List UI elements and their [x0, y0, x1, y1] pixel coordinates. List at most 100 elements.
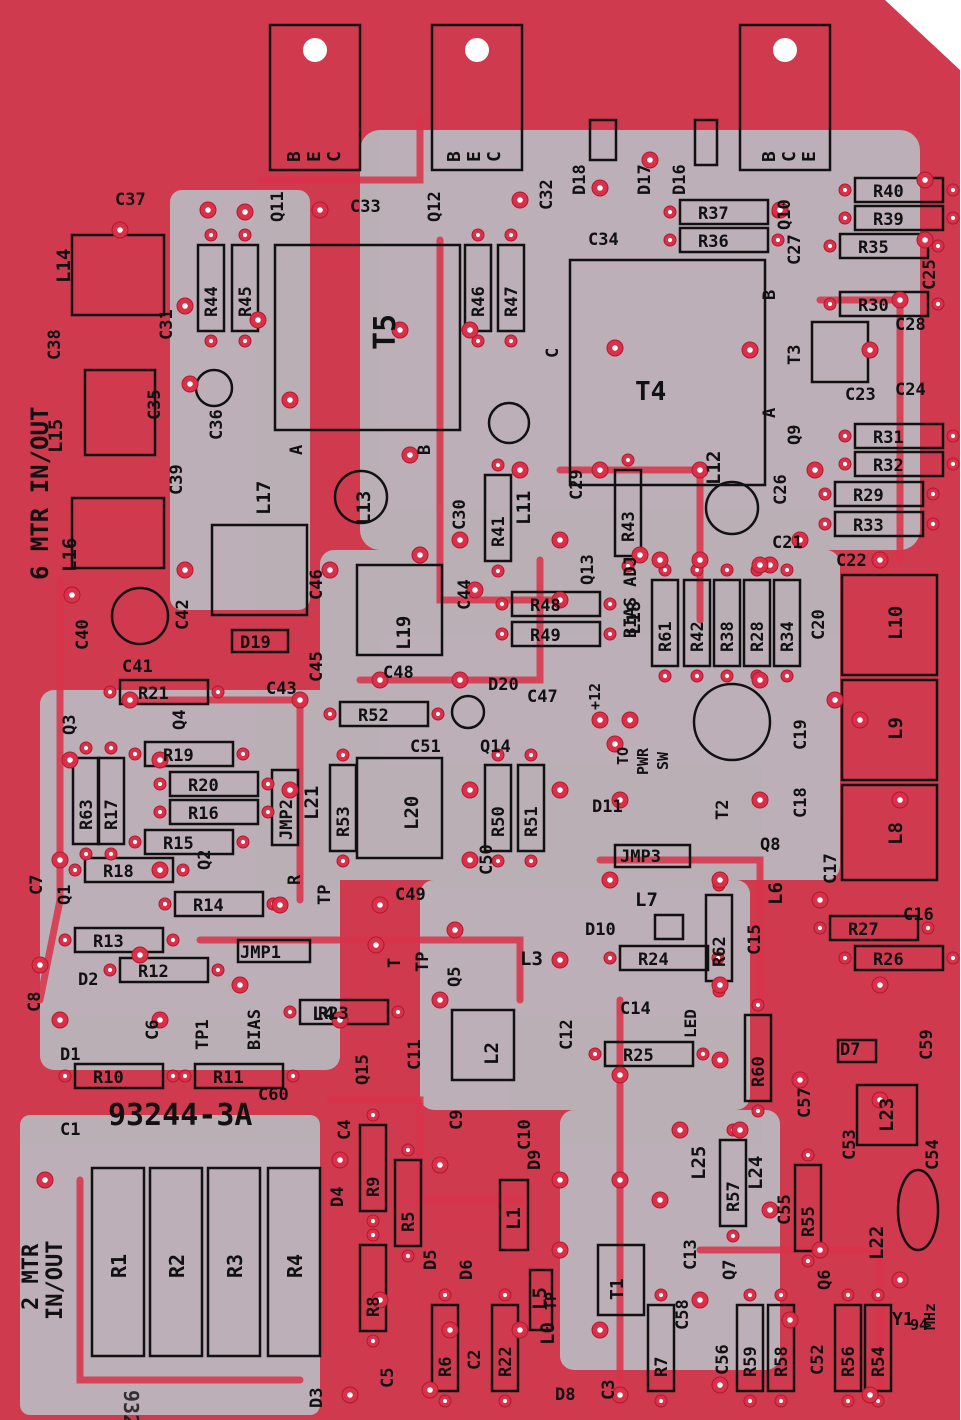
resistor-outline — [193, 1062, 285, 1090]
resistor-outline — [168, 798, 260, 826]
pad-hole — [528, 752, 534, 758]
pad-hole — [875, 1398, 881, 1404]
testpoint-tag: TP — [413, 952, 433, 972]
resistor-outline — [496, 243, 526, 333]
pad-hole — [935, 243, 941, 249]
transformer-label: T4 — [635, 377, 666, 407]
resistor-outline — [603, 1040, 695, 1068]
pad-hole — [607, 877, 613, 883]
pad-hole — [495, 858, 501, 864]
crystal-label: Y1 — [892, 1309, 914, 1330]
diode-outline — [693, 118, 719, 167]
pad-hole — [747, 347, 753, 353]
electrolytic-outline — [110, 586, 170, 646]
pad-hole — [805, 1152, 811, 1158]
component-outlines — [70, 23, 945, 1393]
diode-label: D18 — [570, 164, 590, 195]
resistor-outline — [196, 243, 226, 333]
pad-hole — [697, 557, 703, 563]
inductor-label: L17 — [253, 481, 275, 515]
pad-hole — [747, 1398, 753, 1404]
capacitor-label: C13 — [681, 1239, 701, 1270]
resistor-label: R57 — [724, 1181, 744, 1212]
testpoint-tag: TP — [542, 1292, 560, 1310]
resistor-label: R29 — [853, 486, 884, 506]
inductor-label: L22 — [866, 1226, 888, 1260]
resistor-outline — [828, 914, 920, 942]
resistor-label: R14 — [193, 896, 224, 916]
pad-hole — [625, 457, 631, 463]
resistor-label: R58 — [772, 1346, 792, 1377]
pin-label: A — [760, 408, 780, 418]
pad-hole — [777, 207, 783, 213]
transistor-label: Q10 — [775, 199, 795, 230]
pad-hole — [452, 927, 458, 933]
resistor-outline — [73, 926, 165, 954]
capacitor-label: C52 — [808, 1344, 828, 1375]
pad-hole — [108, 851, 114, 857]
pad-hole — [377, 677, 383, 683]
diode-label: D11 — [592, 797, 623, 817]
capacitor-label: C57 — [795, 1087, 815, 1118]
pin-label: A — [287, 445, 307, 455]
pad-hole — [317, 207, 323, 213]
capacitor-label: C24 — [895, 380, 926, 400]
power-resistor-outline — [206, 1166, 262, 1358]
testpoint-label: TP1 — [193, 1019, 213, 1050]
pad-hole — [499, 601, 505, 607]
resistor-outline — [772, 578, 802, 668]
capacitor-label: C20 — [809, 609, 829, 640]
transistor-label: Q6 — [815, 1270, 835, 1290]
resistor-outline — [646, 1303, 676, 1393]
pad-hole — [775, 237, 781, 243]
capacitor-label: C18 — [791, 787, 811, 818]
transistor-label: Q9 — [785, 425, 805, 445]
capacitor-label: C3 — [599, 1380, 619, 1400]
pad-hole — [755, 1108, 761, 1114]
pad-hole — [697, 467, 703, 473]
diode-label: D9 — [525, 1150, 545, 1170]
electrolytic-outline — [692, 682, 772, 762]
pad-hole — [277, 902, 283, 908]
resistor-outline — [833, 1303, 863, 1393]
testpoint-tag: T — [385, 958, 405, 968]
capacitor-label: C56 — [713, 1344, 733, 1375]
pad-hole — [612, 741, 618, 747]
transistor-label: Q15 — [353, 1054, 373, 1085]
resistor-outline — [742, 578, 772, 668]
to-pwr-sw-1: TO — [614, 747, 632, 765]
pad-hole — [755, 1002, 761, 1008]
electrolytic-outline — [704, 480, 760, 536]
transistor-label: Q3 — [60, 715, 80, 735]
resistor-outline — [650, 578, 680, 668]
to-pwr-sw-3: SW — [654, 751, 672, 770]
pad-hole — [817, 925, 823, 931]
pad-hole — [205, 207, 211, 213]
pad-hole — [467, 327, 473, 333]
diode-label: D6 — [457, 1260, 477, 1280]
pad-hole — [370, 1232, 376, 1238]
inductor-label: L2 — [481, 1042, 503, 1065]
pad-hole — [117, 227, 123, 233]
resistor-label: R44 — [202, 286, 222, 317]
pad-hole — [647, 157, 653, 163]
diode-label: D17 — [635, 164, 655, 195]
inductor-label: L13 — [353, 491, 375, 525]
electrolytic-outline — [450, 694, 486, 730]
pad-hole — [327, 567, 333, 573]
pad-hole — [472, 587, 478, 593]
transistor-label: Q1 — [55, 885, 75, 905]
inductor-label: L21 — [301, 786, 323, 820]
power-transistor-outline — [268, 23, 362, 172]
pad-hole — [842, 461, 848, 467]
diode-label: D8 — [555, 1385, 575, 1405]
pad-hole — [658, 1292, 664, 1298]
pad-hole — [822, 491, 828, 497]
pad-hole — [607, 631, 613, 637]
inductor-label: L24 — [745, 1156, 767, 1190]
pad-hole — [950, 187, 956, 193]
pad-hole — [528, 858, 534, 864]
jumper-outline — [236, 938, 312, 964]
